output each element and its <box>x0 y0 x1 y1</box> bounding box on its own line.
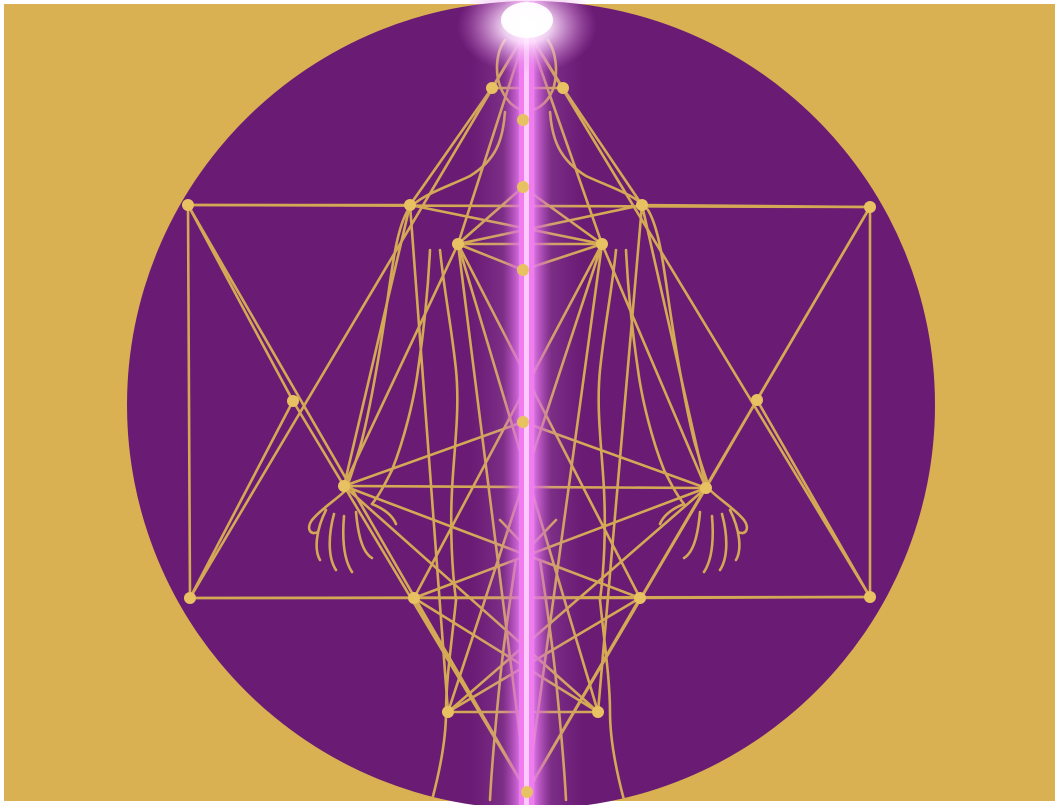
geometry-node <box>442 706 454 718</box>
geometry-node <box>592 706 604 718</box>
geometry-node <box>557 82 569 94</box>
geometry-node <box>404 199 416 211</box>
geometry-node <box>486 82 498 94</box>
geometry-line <box>640 597 870 598</box>
geometry-node <box>517 181 529 193</box>
geometry-node <box>864 591 876 603</box>
crown-glow-core <box>501 2 553 38</box>
geometry-node <box>636 199 648 211</box>
geometry-node <box>634 592 646 604</box>
geometry-node <box>521 786 533 798</box>
geometry-node <box>751 394 763 406</box>
geometry-node <box>408 592 420 604</box>
geometry-node <box>184 592 196 604</box>
geometry-node <box>338 480 350 492</box>
geometry-node <box>517 114 529 126</box>
geometry-node <box>517 264 529 276</box>
geometry-node <box>287 395 299 407</box>
geometry-node <box>517 416 529 428</box>
geometry-node <box>596 238 608 250</box>
geometry-node <box>864 201 876 213</box>
geometry-node <box>700 482 712 494</box>
geometry-node <box>182 199 194 211</box>
geometry-node <box>452 238 464 250</box>
